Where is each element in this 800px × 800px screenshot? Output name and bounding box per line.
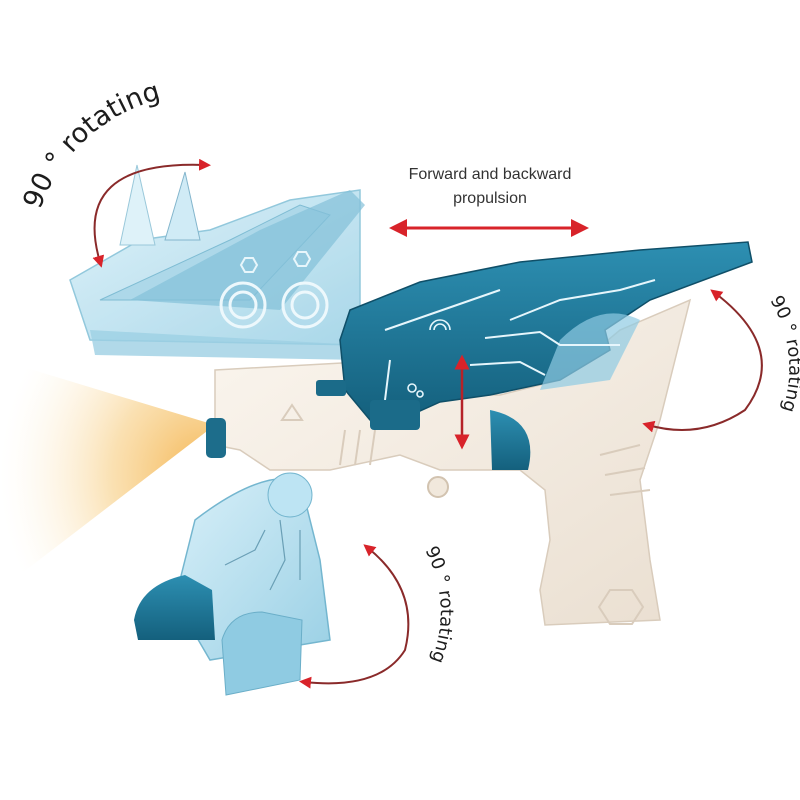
propulsion-label-line2: propulsion — [453, 190, 527, 207]
foot-rotation-label: 90 ° rotating — [421, 543, 457, 666]
barrel-wing — [316, 241, 753, 430]
foot-rotation-arrow — [299, 544, 410, 689]
flashlight-muzzle — [206, 418, 226, 458]
foot-stand — [134, 472, 331, 696]
grip-rotation-label: 90 ° rotating — [766, 292, 800, 415]
top-rotation-arrow — [92, 158, 211, 268]
propulsion-label: Forward and backward propulsion — [370, 163, 610, 211]
grip-rotation-arrow — [642, 289, 763, 433]
propulsion-label-line1: Forward and backward — [408, 166, 572, 183]
flashlight-beam — [0, 360, 215, 590]
trigger — [490, 410, 531, 470]
head-crest — [69, 164, 365, 360]
